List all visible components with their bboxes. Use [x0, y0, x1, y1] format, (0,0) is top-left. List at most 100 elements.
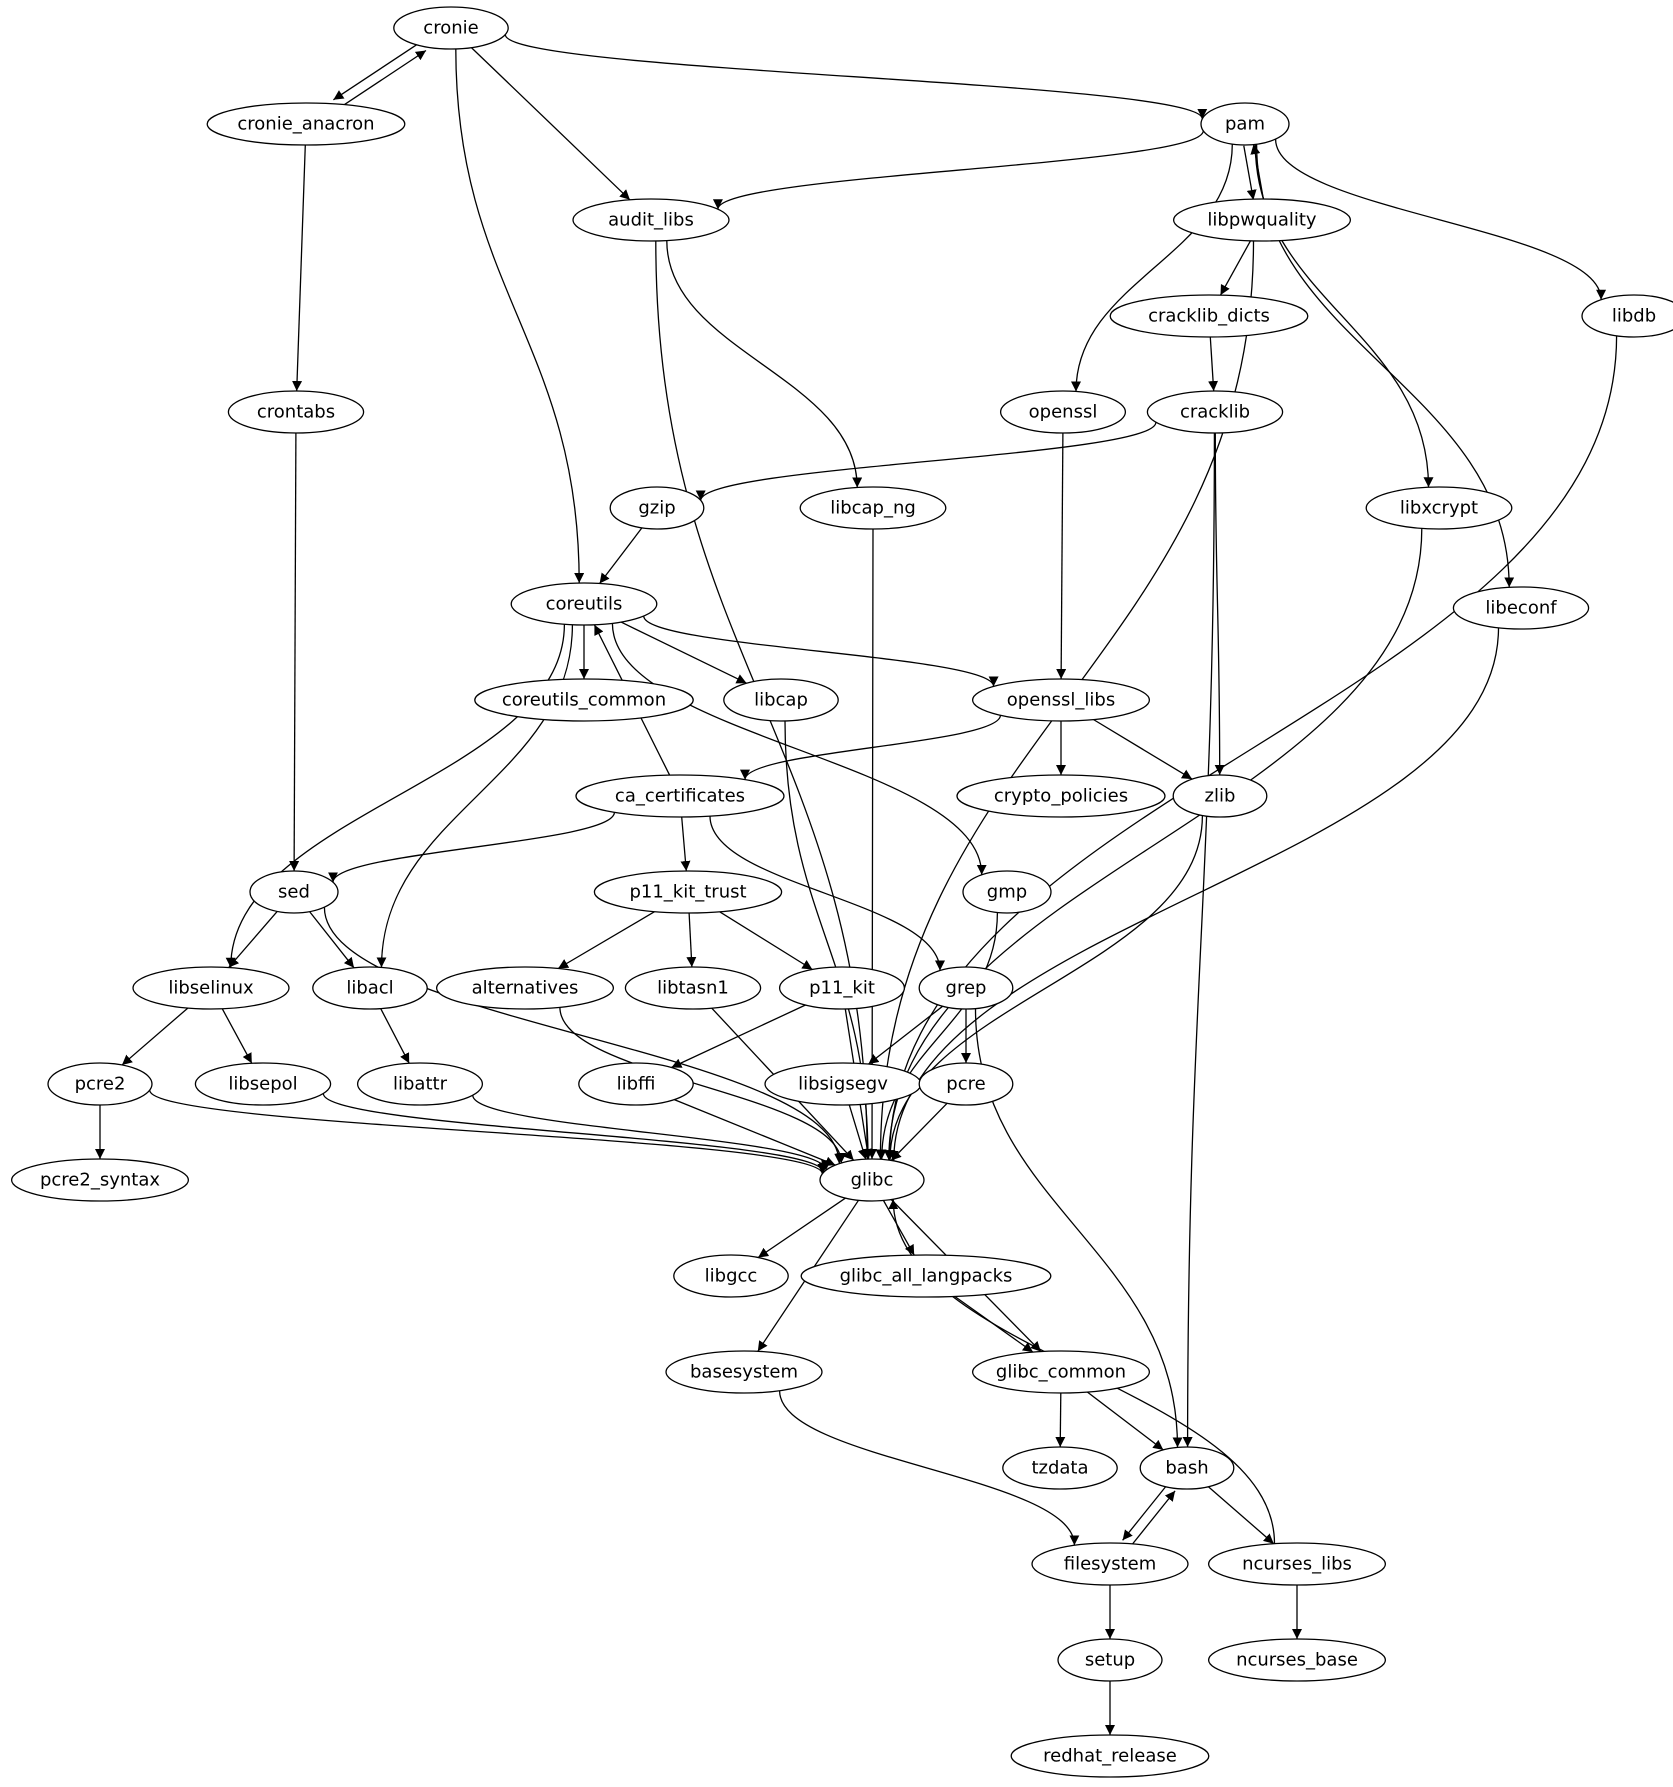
- node-libtasn1: libtasn1: [624, 966, 762, 1010]
- node-glibc: glibc: [819, 1158, 925, 1202]
- node-shape: [1146, 390, 1284, 434]
- node-ncurses-libs: ncurses_libs: [1207, 1542, 1387, 1586]
- edge-libsigsegv-to-glibc: [848, 1104, 868, 1160]
- node-glibc-all-langpacks: glibc_all_langpacks: [800, 1254, 1052, 1298]
- node-libgcc: libgcc: [673, 1254, 789, 1298]
- node-shape: [799, 486, 947, 530]
- edge-alternatives-to-glibc: [559, 1007, 847, 1164]
- node-sed: sed: [249, 870, 339, 914]
- node-label: libgcc: [705, 1266, 758, 1287]
- node-alternatives: alternatives: [435, 966, 615, 1010]
- node-label: audit_libs: [608, 210, 694, 231]
- edge-libsepol-to-glibc: [322, 1093, 829, 1173]
- node-tzdata: tzdata: [1002, 1446, 1118, 1490]
- node-openssl: openssl: [999, 390, 1127, 434]
- node-shape: [1002, 1446, 1118, 1490]
- node-basesystem: basesystem: [665, 1350, 823, 1394]
- edge-cracklib-dicts-to-cracklib: [1208, 336, 1219, 392]
- edge-ca-certificates-to-grep: [709, 816, 945, 971]
- node-shape: [819, 1158, 925, 1202]
- node-shape: [956, 774, 1166, 818]
- node-label: crontabs: [257, 402, 335, 423]
- node-shape: [10, 1158, 190, 1202]
- node-label: libffi: [617, 1074, 656, 1095]
- node-label: gzip: [638, 498, 675, 519]
- edge-libpwquality-to-cracklib-dicts: [1219, 240, 1252, 296]
- node-label: cronie: [423, 18, 478, 39]
- node-label: libtasn1: [657, 978, 729, 999]
- node-shape: [971, 1350, 1151, 1394]
- edge-cronie-to-cronie-anacron: [333, 41, 421, 101]
- node-shape: [665, 1350, 823, 1394]
- node-label: alternatives: [472, 978, 579, 999]
- node-label: pam: [1225, 114, 1265, 135]
- node-label: basesystem: [690, 1362, 798, 1383]
- edge-coreutils-to-gmp: [611, 623, 987, 875]
- node-label: ncurses_base: [1236, 1650, 1358, 1671]
- edge-pam-to-libdb: [1274, 139, 1607, 300]
- node-pcre2: pcre2: [47, 1062, 153, 1106]
- edge-cracklib-to-gzip: [695, 421, 1157, 501]
- edge-ca-certificates-to-sed: [328, 812, 616, 883]
- node-label: ncurses_libs: [1242, 1554, 1352, 1575]
- edge-cracklib-to-bash: [1182, 432, 1216, 1448]
- edge-audit-libs-to-libcap-ng: [666, 240, 863, 488]
- node-coreutils-common: coreutils_common: [474, 678, 694, 722]
- node-label: libacl: [346, 978, 393, 999]
- node-pam: pam: [1200, 102, 1290, 146]
- edge-libselinux-to-pcre2: [121, 1007, 189, 1066]
- edge-p11-kit-trust-to-p11-kit: [719, 911, 813, 971]
- node-gzip: gzip: [609, 486, 705, 530]
- node-shape: [474, 678, 694, 722]
- node-p11-kit: p11_kit: [778, 966, 906, 1010]
- node-label: glibc: [851, 1170, 894, 1191]
- node-label: libeconf: [1485, 598, 1557, 619]
- node-shape: [510, 582, 658, 626]
- node-libdb: libdb: [1581, 294, 1673, 338]
- edge-libeconf-to-glibc: [888, 627, 1500, 1161]
- node-shape: [393, 6, 509, 50]
- node-label: glibc_common: [996, 1362, 1126, 1383]
- node-label: ca_certificates: [615, 786, 745, 807]
- node-filesystem: filesystem: [1031, 1542, 1189, 1586]
- node-label: cracklib_dicts: [1148, 306, 1270, 327]
- edge-pcre2-to-glibc: [149, 1089, 828, 1175]
- edge-pam-to-openssl: [1071, 144, 1233, 392]
- node-shape: [999, 390, 1127, 434]
- edge-pam-to-libpwquality: [1243, 145, 1257, 201]
- node-shape: [356, 1062, 484, 1106]
- node-label: p11_kit_trust: [629, 882, 746, 903]
- edge-libcap-ng-to-glibc: [867, 528, 878, 1160]
- node-label: libcap_ng: [830, 498, 916, 519]
- node-shape: [624, 966, 762, 1010]
- edge-crontabs-to-sed: [289, 432, 300, 872]
- node-pcre: pcre: [918, 1062, 1014, 1106]
- node-shape: [1139, 1446, 1235, 1490]
- node-libsigsegv: libsigsegv: [764, 1062, 922, 1106]
- edge-p11-kit-trust-to-alternatives: [557, 911, 656, 970]
- node-shape: [609, 486, 705, 530]
- node-coreutils: coreutils: [510, 582, 658, 626]
- node-label: libxcrypt: [1400, 498, 1478, 519]
- node-label: libdb: [1612, 306, 1656, 327]
- node-shape: [1010, 1734, 1210, 1778]
- node-shape: [132, 966, 290, 1010]
- node-label: zlib: [1205, 786, 1236, 807]
- node-shape: [578, 1062, 694, 1106]
- node-shape: [1109, 294, 1309, 338]
- node-crontabs: crontabs: [227, 390, 365, 434]
- node-shape: [1452, 586, 1590, 630]
- node-label: crypto_policies: [994, 786, 1128, 807]
- node-shape: [800, 1254, 1052, 1298]
- node-libcap-ng: libcap_ng: [799, 486, 947, 530]
- edge-openssl-libs-to-ca-certificates: [740, 715, 1002, 780]
- node-label: libcap: [754, 690, 808, 711]
- node-label: filesystem: [1064, 1554, 1157, 1575]
- edge-cronie-to-coreutils: [455, 48, 585, 584]
- edge-zlib-to-glibc: [884, 815, 1204, 1161]
- node-label: libattr: [393, 1074, 448, 1095]
- node-libpwquality: libpwquality: [1172, 198, 1352, 242]
- edge-glibc-common-to-bash: [1086, 1391, 1164, 1451]
- edge-ca-certificates-to-p11-kit-trust: [680, 816, 691, 872]
